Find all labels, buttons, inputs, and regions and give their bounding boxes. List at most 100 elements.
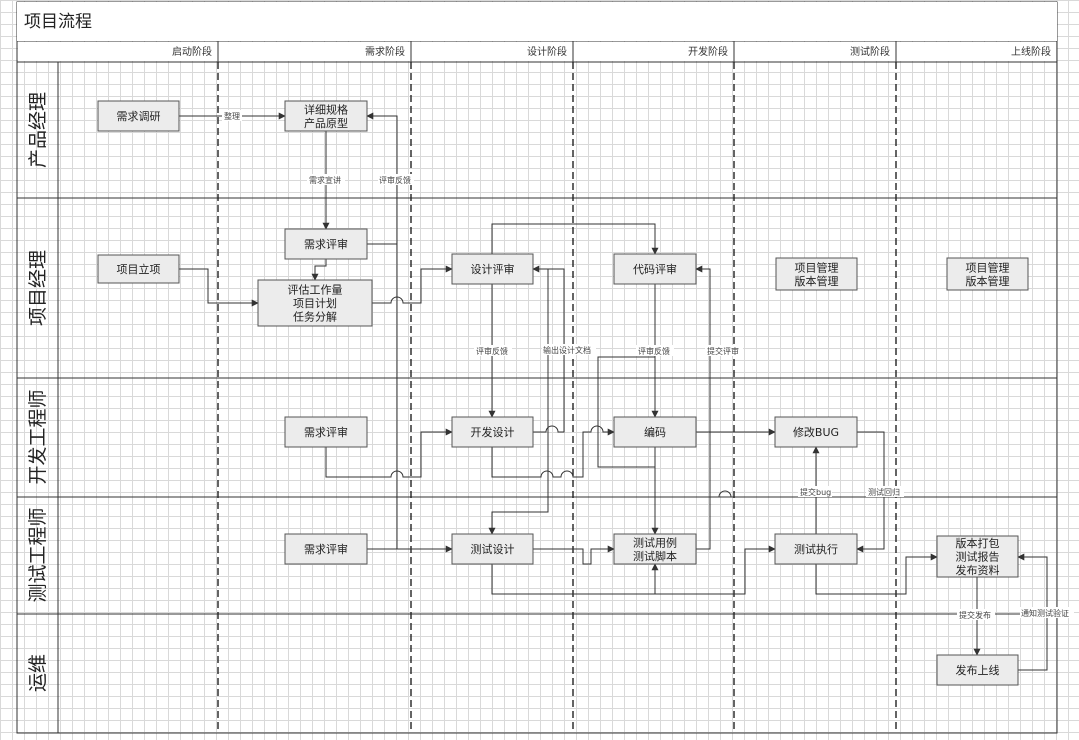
edge-test-exec-to-packaging xyxy=(815,553,938,595)
edge-init-to-estimate xyxy=(179,268,259,307)
edge-design-review-to-code-review xyxy=(491,223,659,255)
edge-coding-feedback-loop xyxy=(597,356,656,468)
lane-header-project-manager: 项目经理 xyxy=(27,250,49,326)
node-project-init: 项目立项 xyxy=(97,254,180,284)
lane-header-ops: 运维 xyxy=(27,654,49,692)
node-label-line: 设计评审 xyxy=(471,262,515,276)
node-label-line: 需求调研 xyxy=(117,110,161,123)
node-qa-req-review: 需求评审 xyxy=(284,533,368,565)
node-label-line: 修改BUG xyxy=(793,425,839,439)
node-label-line: 发布上线 xyxy=(956,663,1000,677)
node-label-line: 版本管理 xyxy=(795,274,839,288)
node-label-line: 测试报告 xyxy=(956,550,1000,564)
lane-header-developer: 开发工程师 xyxy=(27,389,49,484)
node-label-line: 评估工作量 xyxy=(288,284,343,297)
lane-header-product-manager: 产品经理 xyxy=(27,92,49,168)
node-code-review: 代码评审 xyxy=(613,253,697,285)
phase-header-release: 上线阶段 xyxy=(1011,45,1051,58)
node-label-line: 项目立项 xyxy=(117,262,161,276)
phase-separators xyxy=(217,41,897,733)
node-release: 发布上线 xyxy=(936,654,1019,686)
phase-headers: 启动阶段 需求阶段 设计阶段 开发阶段 测试阶段 上线阶段 xyxy=(172,45,1051,58)
node-box xyxy=(451,533,534,565)
lane-header-tester: 测试工程师 xyxy=(27,507,49,602)
node-dev-req-review: 需求评审 xyxy=(284,416,368,448)
node-req-research: 需求调研 xyxy=(97,100,180,132)
diagram-frame xyxy=(16,1,1058,734)
edge-test-cases-to-test-exec xyxy=(654,545,776,595)
edge-label-req-output: 需求宣讲 xyxy=(309,175,341,185)
phase-header-start: 启动阶段 xyxy=(172,45,212,58)
node-label-line: 详细规格 xyxy=(304,102,348,116)
node-box xyxy=(613,253,697,285)
phase-header-requirements: 需求阶段 xyxy=(365,45,405,58)
node-box xyxy=(97,100,180,132)
node-test-exec: 测试执行 xyxy=(774,533,858,565)
edge-estimate-to-design-review xyxy=(372,265,453,304)
node-box xyxy=(284,416,368,448)
edge-label-notify-test-verify: 通知测试验证 xyxy=(1021,608,1069,618)
edge-hop-mark xyxy=(718,490,732,498)
node-fix-bug: 修改BUG xyxy=(774,416,858,448)
diagram-title: 项目流程 xyxy=(24,12,92,32)
node-label-line: 测试用例 xyxy=(633,535,677,549)
node-label-line: 测试脚本 xyxy=(633,549,677,563)
node-box xyxy=(451,253,534,285)
edge-test-design-to-test-cases xyxy=(533,545,615,565)
node-label-line: 开发设计 xyxy=(471,425,515,439)
phase-header-design: 设计阶段 xyxy=(527,45,567,58)
edge-dev-req-to-dev-design xyxy=(325,428,453,478)
node-box xyxy=(284,533,368,565)
flow-edges xyxy=(179,112,1048,671)
node-box xyxy=(284,228,368,260)
node-label-line: 代码评审 xyxy=(633,262,677,276)
edge-label-review-feedback-2: 评审反馈 xyxy=(476,346,508,356)
node-label-line: 版本管理 xyxy=(966,274,1010,288)
edge-review-to-estimate xyxy=(311,259,327,281)
node-box xyxy=(613,416,697,448)
edge-label-output-design-doc: 输出设计文档 xyxy=(543,345,591,355)
node-dev-design: 开发设计 xyxy=(451,416,534,448)
node-label-line: 测试执行 xyxy=(794,542,838,556)
edge-label-test-return: 测试回归 xyxy=(868,487,900,497)
node-box xyxy=(284,100,368,132)
node-box xyxy=(97,254,180,284)
edge-label-submit-bug: 提交bug xyxy=(800,487,831,497)
edge-dev-design-to-design-review xyxy=(532,265,565,433)
edge-label-review-feedback-1: 评审反馈 xyxy=(379,175,411,185)
node-label-line: 版本打包 xyxy=(956,536,1000,550)
node-design-review: 设计评审 xyxy=(451,253,534,285)
edge-label-organize: 整理 xyxy=(224,111,240,121)
node-label-line: 项目管理 xyxy=(966,260,1010,274)
edge-dev-design-to-coding xyxy=(491,425,615,478)
node-label-line: 产品原型 xyxy=(304,116,348,130)
node-label-line: 需求评审 xyxy=(304,237,348,251)
node-label-line: 需求评审 xyxy=(304,542,348,556)
phase-header-testing: 测试阶段 xyxy=(850,45,890,58)
edge-test-cases-to-code-review xyxy=(695,265,711,550)
node-test-design: 测试设计 xyxy=(451,533,534,565)
node-box xyxy=(613,533,697,565)
node-box xyxy=(257,279,373,327)
node-label-line: 需求评审 xyxy=(304,425,348,439)
node-box xyxy=(936,654,1019,686)
node-box xyxy=(775,257,858,291)
edge-design-review-to-test-design xyxy=(488,269,549,535)
node-box xyxy=(451,416,534,448)
node-label-line: 项目管理 xyxy=(795,260,839,274)
node-box xyxy=(936,535,1019,578)
node-coding: 编码 xyxy=(613,416,697,448)
edge-label-submit-release: 提交发布 xyxy=(959,610,991,620)
node-label-line: 任务分解 xyxy=(293,310,337,324)
node-box xyxy=(774,533,858,565)
node-label-line: 编码 xyxy=(644,425,666,439)
edge-labels: 整理 需求宣讲 评审反馈 评审反馈 输出设计文档 评审反馈 提交评审 提交bug… xyxy=(222,110,1074,620)
lane-headers: 产品经理 项目经理 开发工程师 测试工程师 运维 xyxy=(27,92,49,692)
